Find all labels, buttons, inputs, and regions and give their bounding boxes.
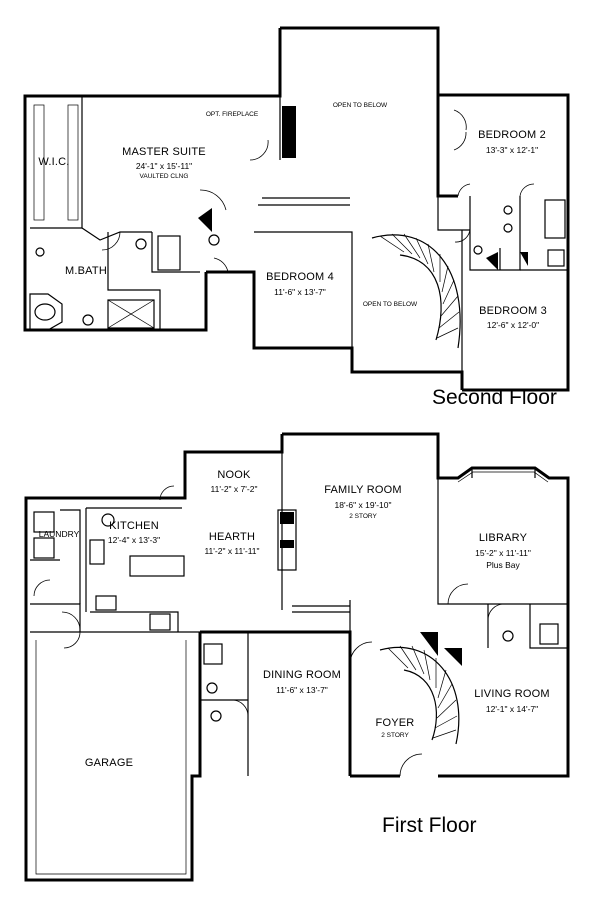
wic-label: W.I.C.: [38, 156, 70, 168]
foyer-label: FOYER: [375, 717, 415, 729]
kitchen-dims: 12'-4" x 13'-3": [107, 535, 161, 545]
kitchen-label: KITCHEN: [109, 520, 159, 532]
first-floor-title: First Floor: [382, 814, 477, 837]
bedroom-4-dims: 11'-6" x 13'-7": [274, 287, 326, 297]
first-floor-plan: [24, 432, 570, 882]
family-room-label: FAMILY ROOM: [324, 484, 402, 496]
bedroom-3-label: BEDROOM 3: [479, 305, 547, 317]
family-room-note: 2 STORY: [349, 513, 377, 520]
garage-label: GARAGE: [84, 757, 134, 769]
dining-room-dims: 11'-6" x 13'-7": [276, 685, 328, 695]
master-suite-label: MASTER SUITE: [122, 146, 206, 158]
nook-label: NOOK: [217, 469, 251, 481]
master-suite-note: VAULTED CLNG: [139, 173, 189, 180]
bedroom-3-dims: 12'-6" x 12'-0": [486, 320, 540, 330]
hearth-dims: 11'-2" x 11'-11": [204, 546, 260, 556]
nook-dims: 11'-2" x 7'-2": [210, 484, 258, 494]
bedroom-2-label: BEDROOM 2: [478, 129, 546, 141]
foyer-note: 2 STORY: [381, 732, 409, 739]
second-floor-title: Second Floor: [432, 386, 557, 409]
living-room-dims: 12'-1" x 14'-7": [485, 704, 539, 714]
living-room-label: LIVING ROOM: [474, 688, 550, 700]
open-to-below-top-label: OPEN TO BELOW: [332, 102, 388, 109]
hearth-label: HEARTH: [208, 531, 256, 543]
open-to-below-stair-label: OPEN TO BELOW: [362, 301, 418, 308]
second-floor-plan: [23, 26, 570, 392]
master-suite-dims: 24'-1" x 15'-11": [135, 161, 193, 171]
family-room-dims: 18'-6" x 19'-10": [334, 500, 392, 510]
dining-room-label: DINING ROOM: [263, 669, 341, 681]
master-bath-label: M.BATH: [65, 265, 107, 277]
laundry-label: LAUNDRY: [38, 529, 80, 539]
bedroom-2-dims: 13'-3" x 12'-1": [485, 145, 539, 155]
opt-fireplace-label: OPT. FIREPLACE: [205, 111, 259, 118]
library-note: Plus Bay: [486, 560, 520, 570]
bedroom-4-label: BEDROOM 4: [266, 271, 334, 283]
library-dims: 15'-2" x 11'-11": [475, 548, 531, 558]
library-label: LIBRARY: [478, 532, 528, 544]
